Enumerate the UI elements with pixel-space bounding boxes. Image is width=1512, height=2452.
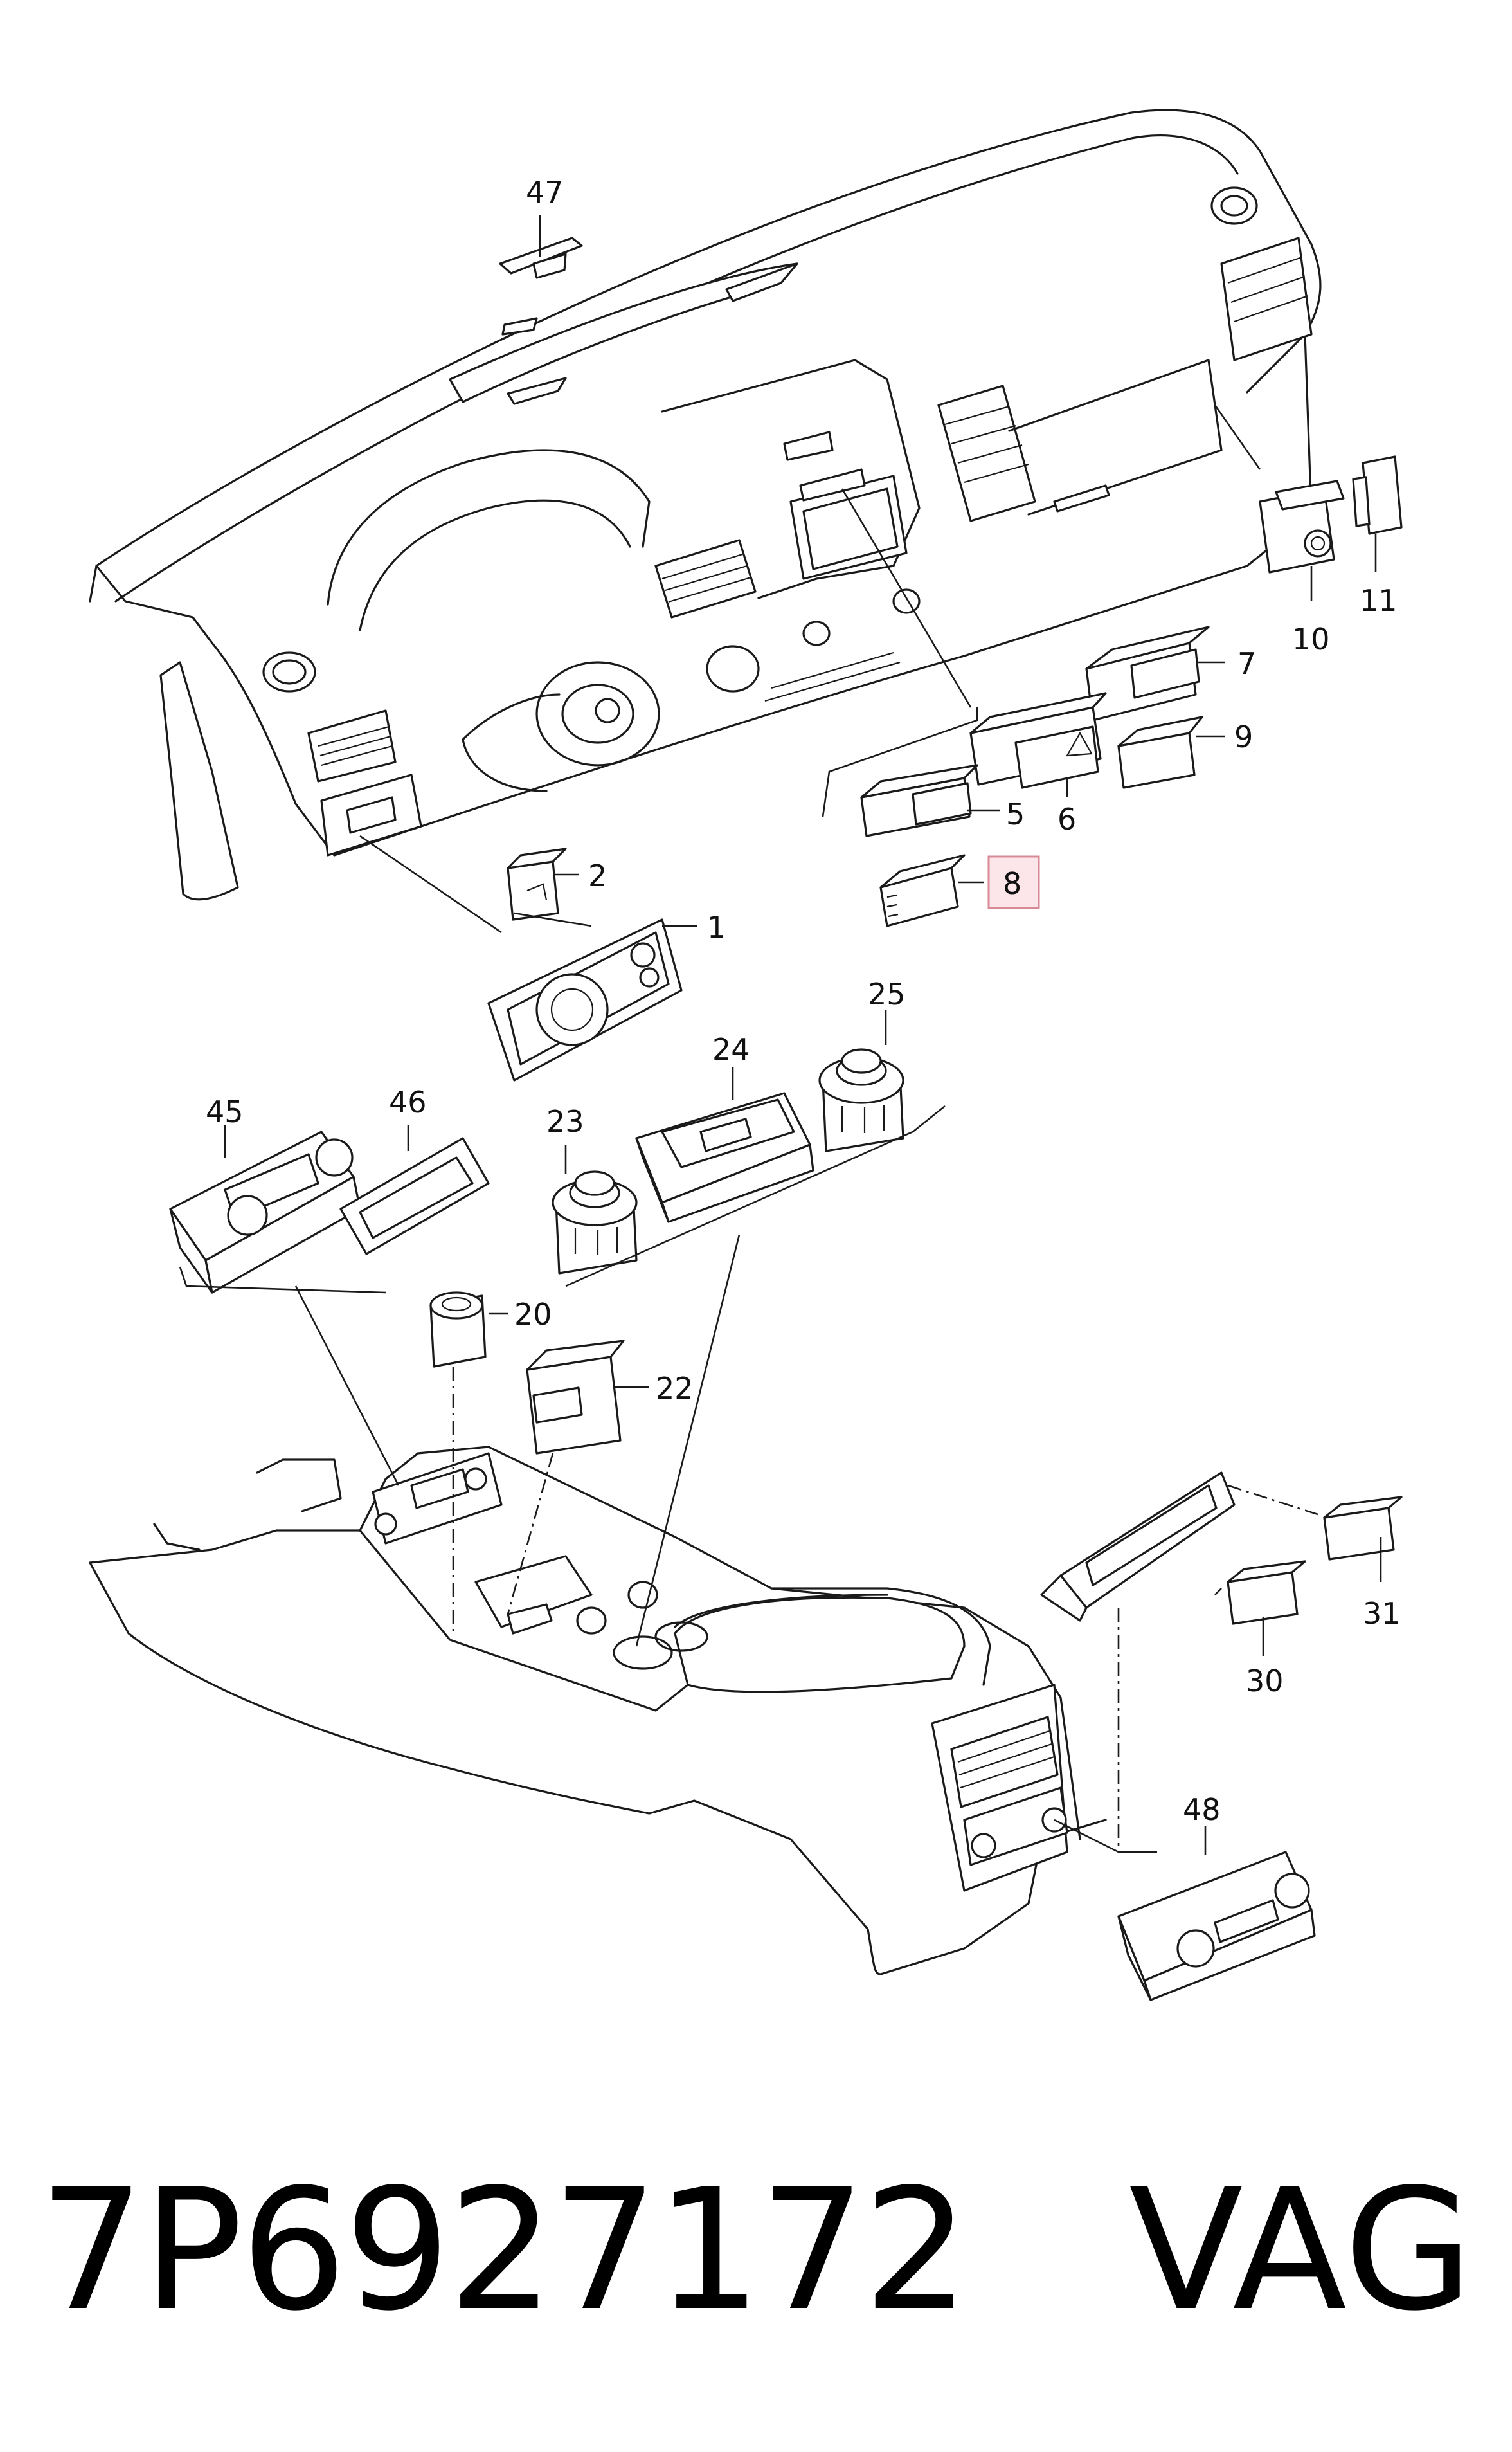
part-8-switch — [879, 854, 966, 927]
callout-labels: 47 11 10 7 9 5 6 8 2 1 24 25 45 46 23 20… — [206, 175, 1401, 1827]
part-48-rear-control — [1117, 1851, 1316, 2001]
center-console-illustration — [89, 1446, 1107, 1975]
callout-48: 48 — [1183, 1792, 1221, 1827]
dashboard-illustration — [89, 109, 1322, 901]
callout-46: 46 — [389, 1085, 427, 1120]
callout-2: 2 — [588, 858, 607, 893]
part-2-switch — [507, 848, 567, 921]
part-46-trim-frame — [339, 1137, 490, 1255]
part-47-sensor — [499, 237, 583, 279]
callout-24: 24 — [712, 1032, 750, 1067]
part-45-control-panel — [169, 1131, 361, 1294]
callout-5: 5 — [1006, 797, 1025, 831]
callout-22: 22 — [656, 1371, 694, 1406]
part-24-switch-panel — [635, 1092, 815, 1223]
callout-25: 25 — [868, 977, 906, 1012]
part-31-switch — [1323, 1496, 1403, 1561]
callout-10: 10 — [1292, 622, 1330, 657]
part-5-switch — [860, 764, 978, 837]
part-23-knob — [552, 1170, 638, 1275]
part-6-hazard-switch — [969, 692, 1107, 789]
callout-47: 47 — [526, 175, 564, 210]
callout-9: 9 — [1234, 720, 1253, 754]
leader-lines — [179, 215, 1382, 1855]
footer: 7P6927172 VAG — [26, 2141, 1486, 2360]
part-30-switch — [1227, 1560, 1306, 1625]
part-number: 7P6927172 — [39, 2154, 969, 2348]
callout-45: 45 — [206, 1094, 244, 1129]
callout-6: 6 — [1058, 802, 1076, 837]
part-1-light-switch — [487, 918, 683, 1082]
part-30-31-bracket — [1040, 1471, 1236, 1622]
callout-20: 20 — [514, 1297, 552, 1332]
callout-8: 8 — [1003, 866, 1022, 901]
part-25-knob — [818, 1048, 905, 1152]
part-10-switch — [1259, 480, 1345, 574]
callout-11: 11 — [1360, 583, 1398, 618]
callout-1: 1 — [707, 910, 726, 945]
part-7-switch — [1085, 626, 1210, 722]
part-9-switch — [1117, 716, 1203, 789]
callout-30: 30 — [1246, 1664, 1284, 1698]
brand-label: VAG — [1129, 2154, 1473, 2348]
part-11-cover — [1352, 455, 1403, 535]
part-22-switch — [526, 1340, 625, 1455]
callout-8-highlight — [987, 855, 1040, 909]
part-20-socket — [429, 1291, 487, 1368]
callout-23: 23 — [546, 1104, 584, 1139]
callout-31: 31 — [1363, 1596, 1401, 1631]
callout-7: 7 — [1238, 646, 1256, 681]
